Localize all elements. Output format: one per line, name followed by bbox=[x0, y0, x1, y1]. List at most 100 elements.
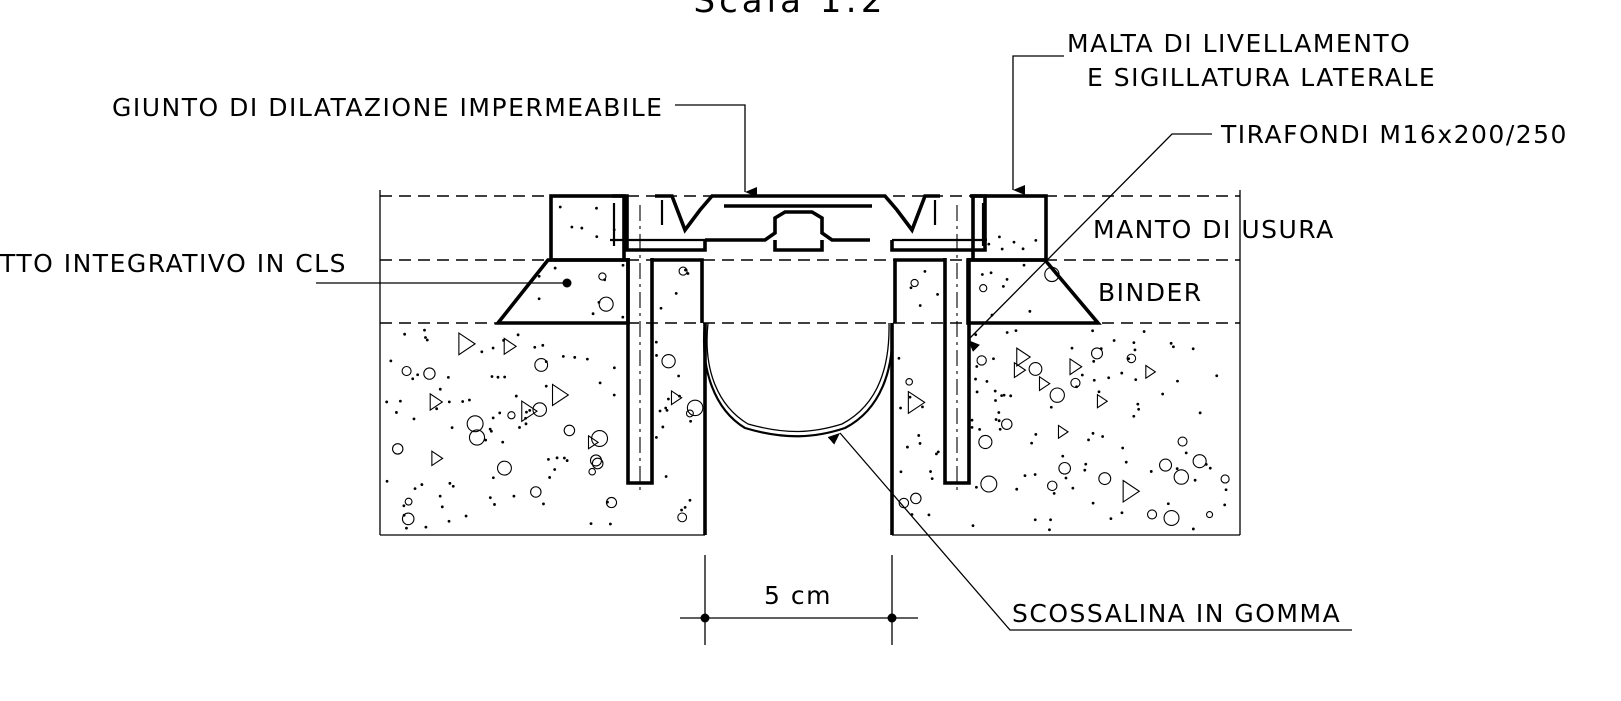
dimension-5cm: 5 cm bbox=[680, 555, 918, 645]
aggregate-circle bbox=[980, 475, 998, 493]
aggregate-dot bbox=[974, 333, 978, 337]
aggregate-dot bbox=[1080, 373, 1084, 377]
aggregate-dot bbox=[491, 476, 495, 480]
aggregate-dot bbox=[420, 483, 424, 486]
aggregate-dot bbox=[424, 336, 427, 339]
aggregate-dot bbox=[537, 274, 541, 278]
aggregate-dot bbox=[448, 481, 452, 485]
aggregate-dot bbox=[1030, 441, 1034, 445]
aggregate-circle bbox=[1058, 461, 1072, 475]
aggregate-dot bbox=[411, 377, 415, 381]
aggregate-dot bbox=[403, 332, 407, 336]
aggregate-dot bbox=[936, 292, 939, 296]
aggregate-dot bbox=[688, 498, 692, 502]
aggregate-dot bbox=[1070, 346, 1074, 350]
aggregate-dot bbox=[655, 354, 658, 357]
aggregate-dot bbox=[677, 374, 681, 378]
aggregate-dot bbox=[562, 456, 566, 460]
aggregate-dot bbox=[1134, 378, 1138, 382]
aggregate-circle bbox=[1159, 458, 1173, 472]
label-malta-line2: E SIGILLATURA LATERALE bbox=[1087, 63, 1436, 92]
aggregate-dot bbox=[1005, 277, 1009, 281]
aggregate-triangle bbox=[503, 337, 518, 356]
aggregate-circle bbox=[1220, 474, 1230, 484]
aggregate-triangle bbox=[458, 332, 477, 356]
aggregate-dot bbox=[683, 505, 687, 509]
aggregate-circle bbox=[1028, 362, 1043, 376]
aggregate-dot bbox=[975, 390, 979, 394]
aggregate-dot bbox=[1166, 502, 1170, 506]
aggregate-dot bbox=[1021, 247, 1025, 251]
aggregate-dot bbox=[1198, 411, 1202, 415]
aggregate-triangle bbox=[1057, 424, 1070, 440]
aggregate-dot bbox=[484, 438, 488, 442]
aggregate-dot bbox=[412, 417, 416, 421]
labels: MALTA DI LIVELLAMENTO E SIGILLATURA LATE… bbox=[0, 29, 1566, 628]
aggregate-circle bbox=[598, 272, 607, 281]
aggregate-dot bbox=[1023, 474, 1027, 478]
aggregate-dot bbox=[1034, 432, 1038, 436]
aggregate-dot bbox=[1112, 339, 1116, 342]
aggregate-dot bbox=[498, 411, 502, 415]
aggregate-dot bbox=[1091, 329, 1094, 333]
aggregate-dot bbox=[533, 345, 537, 349]
label-malta-line1: MALTA DI LIVELLAMENTO bbox=[1067, 29, 1411, 58]
aggregate-dot bbox=[936, 450, 940, 454]
aggregate-dot bbox=[1176, 379, 1179, 383]
aggregate-dot bbox=[674, 291, 678, 295]
aggregate-dot bbox=[1107, 376, 1111, 380]
aggregate-dot bbox=[528, 408, 532, 412]
aggregate-dot bbox=[1124, 460, 1128, 464]
aggregate-circle bbox=[910, 492, 922, 505]
label-getto: TTO INTEGRATIVO IN CLS bbox=[0, 249, 347, 278]
aggregate-dot bbox=[565, 459, 569, 462]
aggregate-dot bbox=[608, 522, 612, 526]
aggregate-dot bbox=[547, 457, 550, 461]
binder-wedges bbox=[494, 258, 1102, 325]
aggregate-dot bbox=[514, 394, 518, 398]
aggregate-dot bbox=[654, 340, 658, 344]
aggregate-dot bbox=[438, 387, 442, 391]
aggregate-circle bbox=[1163, 509, 1180, 527]
aggregate-dot bbox=[589, 522, 593, 526]
aggregate-circle bbox=[910, 278, 919, 288]
aggregate-dot bbox=[525, 410, 528, 414]
aggregate-dot bbox=[1005, 331, 1009, 334]
aggregate-dot bbox=[447, 400, 451, 404]
aggregate-dot bbox=[389, 359, 393, 363]
aggregate-circle bbox=[1206, 511, 1214, 519]
aggregate-dot bbox=[1208, 466, 1212, 470]
aggregate-circle bbox=[591, 457, 604, 470]
aggregate-dot bbox=[1224, 488, 1228, 492]
aggregate-dot bbox=[558, 205, 562, 209]
aggregate-dot bbox=[658, 409, 662, 413]
aggregate-dot bbox=[573, 355, 577, 359]
aggregate-dot bbox=[423, 328, 426, 332]
aggregate-circle bbox=[677, 512, 688, 523]
aggregate-dot bbox=[440, 505, 444, 509]
aggregate-dot bbox=[424, 525, 428, 529]
scale-title: Scala 1:2 bbox=[694, 0, 887, 21]
aggregate-triangle bbox=[551, 383, 570, 407]
aggregate-triangle bbox=[521, 399, 538, 423]
aggregate-dot bbox=[488, 427, 492, 431]
aggregate-dot bbox=[1215, 374, 1219, 378]
aggregate-dot bbox=[978, 427, 982, 431]
aggregate-dot bbox=[1061, 454, 1065, 458]
aggregate-triangle bbox=[1122, 479, 1141, 504]
aggregate-dot bbox=[1137, 407, 1141, 411]
aggregate-circle bbox=[1098, 472, 1112, 486]
aggregate-circle bbox=[532, 402, 548, 417]
aggregate-dot bbox=[621, 315, 625, 319]
aggregate-dot bbox=[908, 395, 912, 399]
aggregate-circle bbox=[401, 365, 412, 377]
aggregate-dot bbox=[488, 496, 492, 500]
aggregate-dot bbox=[1120, 511, 1124, 515]
aggregate-circle bbox=[979, 284, 988, 293]
aggregate-dot bbox=[1101, 435, 1105, 438]
aggregate-dot bbox=[923, 269, 927, 273]
aggregate-dot bbox=[1083, 468, 1087, 472]
aggregate-dot bbox=[1009, 394, 1013, 398]
aggregate-dot bbox=[1034, 238, 1038, 242]
